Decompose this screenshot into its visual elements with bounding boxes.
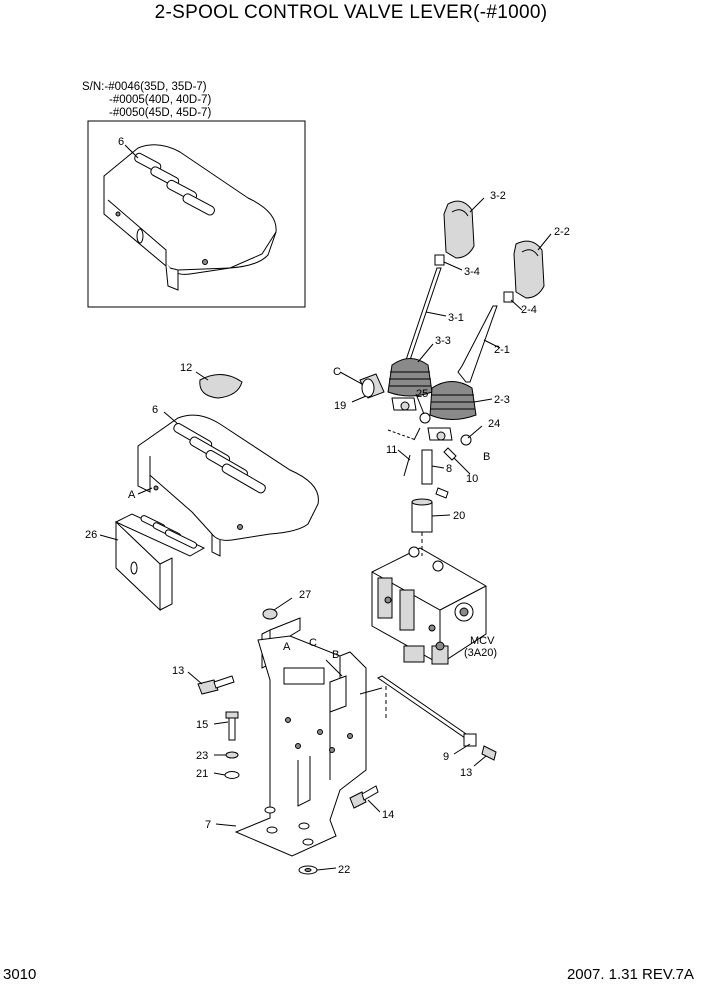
callout-12: 12 [180, 362, 192, 374]
callout-10: 10 [466, 473, 478, 485]
callout-14: 14 [382, 809, 394, 821]
callout-8: 8 [446, 463, 452, 475]
callout-20: 20 [453, 510, 465, 522]
mcv-label: MCV [470, 635, 495, 647]
callout-26: 26 [85, 529, 97, 541]
callout-21: 21 [196, 768, 208, 780]
main-control-valve [371, 546, 487, 665]
callout-27: 27 [299, 589, 311, 601]
callout-9: 9 [443, 751, 449, 763]
cover-inset [103, 144, 277, 291]
callout-3-3: 3-3 [435, 335, 451, 347]
inset-frame [87, 120, 306, 308]
callout-23: 23 [196, 750, 208, 762]
callout-13-right: 13 [460, 767, 472, 779]
callout-3-4: 3-4 [464, 266, 480, 278]
serial-note-1: S/N:-#0046(35D, 35D-7) [82, 81, 207, 93]
callout-11: 11 [386, 444, 397, 456]
lever-assembly-2 [427, 240, 545, 441]
fasteners [197, 608, 379, 875]
callout-15: 15 [196, 719, 208, 731]
callout-22: 22 [338, 864, 350, 876]
callout-2-4: 2-4 [521, 304, 537, 316]
callout-3-2: 3-2 [490, 190, 506, 202]
callout-2-3: 2-3 [494, 394, 510, 406]
callout-6: 6 [152, 404, 158, 416]
bracket-part-7 [234, 617, 367, 857]
page-title: 2-SPOOL CONTROL VALVE LEVER(-#1000) [154, 2, 548, 23]
serial-note-3: -#0050(45D, 45D-7) [109, 107, 212, 119]
callout-b-bracket: B [332, 649, 339, 661]
cover-part-6 [137, 374, 319, 557]
small-parts [359, 373, 472, 533]
lever-assembly-3 [387, 200, 475, 411]
callout-2-2: 2-2 [554, 226, 570, 238]
callout-19: 19 [334, 400, 346, 412]
callout-25: 25 [416, 388, 428, 400]
callout-c-bracket: C [309, 637, 317, 649]
callout-b: B [483, 451, 490, 463]
revision-label: 2007. 1.31 REV.7A [566, 966, 694, 983]
callout-a-bracket: A [283, 641, 291, 653]
callout-c: C [333, 366, 341, 378]
callout-2-1: 2-1 [494, 344, 510, 356]
page-number: 3010 [3, 966, 37, 983]
callout-13-left: 13 [172, 665, 184, 677]
rod-part-9 [377, 675, 497, 761]
serial-note-2: -#0005(40D, 40D-7) [109, 94, 212, 106]
cover-plate-26 [114, 513, 206, 612]
callout-6-inset: 6 [118, 136, 124, 148]
callout-a: A [128, 489, 136, 501]
mcv-code: (3A20) [464, 647, 497, 659]
callout-7: 7 [205, 819, 211, 831]
callout-24: 24 [488, 418, 500, 430]
callout-3-1: 3-1 [448, 312, 464, 324]
